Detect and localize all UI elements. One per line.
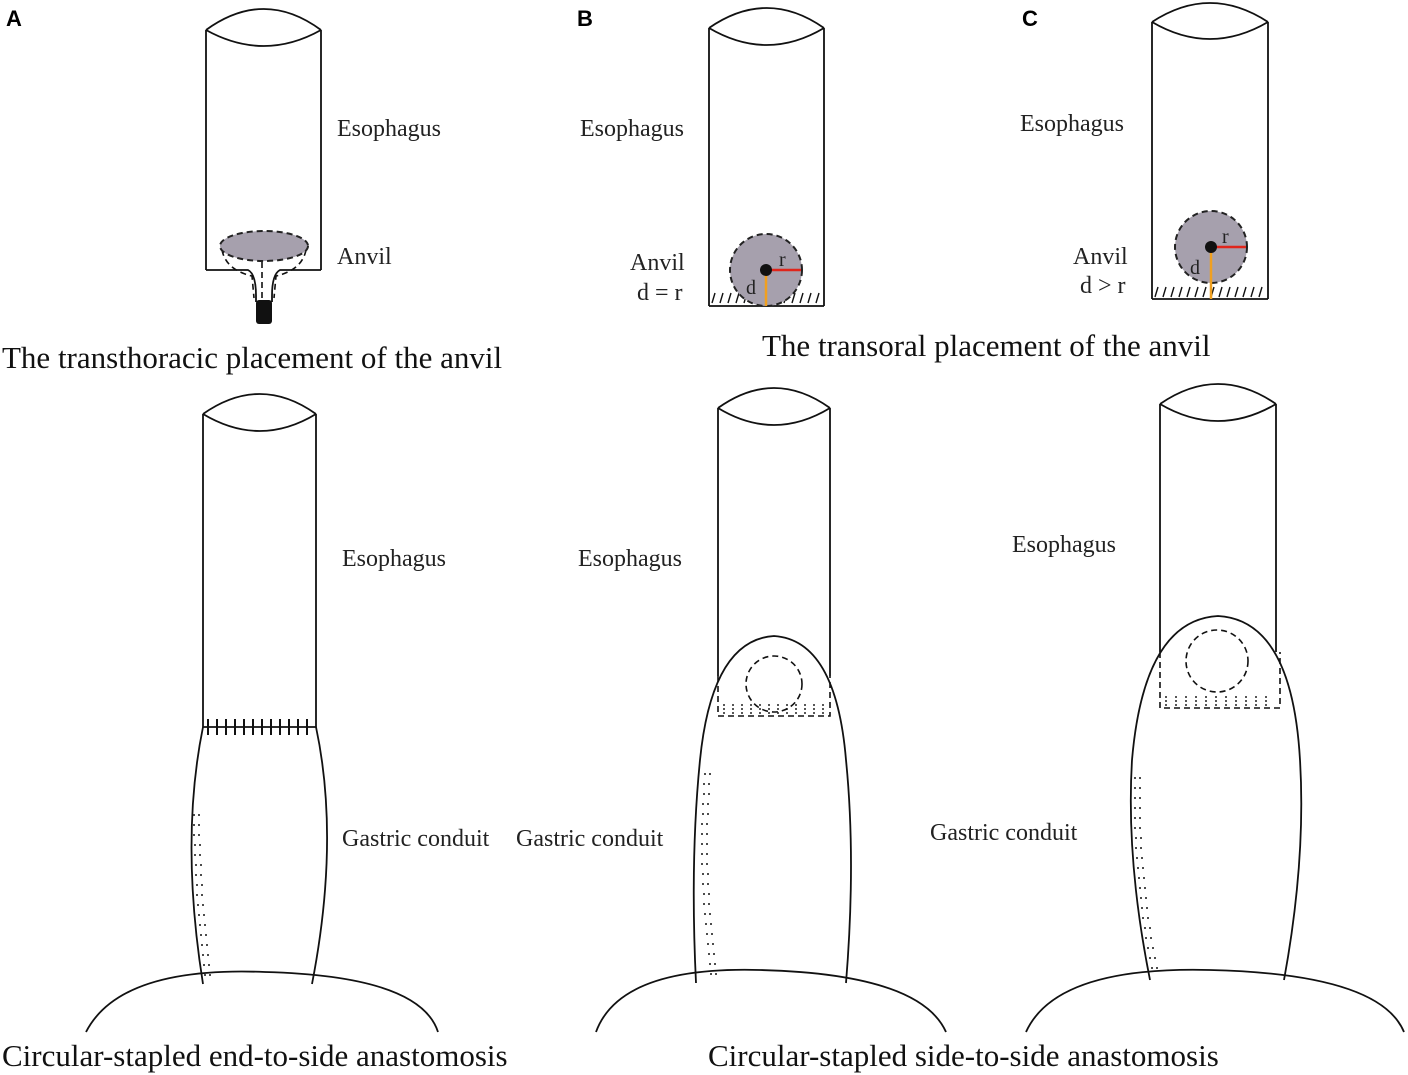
anvil-shaft-tip	[256, 300, 272, 324]
panel-c-radius-label: r	[1222, 226, 1229, 248]
panel-b-bottom-esophagus-label: Esophagus	[578, 546, 682, 572]
panel-b-side-to-side	[595, 387, 947, 1033]
caption-transoral: The transoral placement of the anvil	[762, 328, 1210, 363]
caption-end-to-side: Circular-stapled end-to-side anastomosis	[2, 1038, 508, 1073]
panel-a-anvil-label: Anvil	[337, 244, 392, 270]
panel-a-top-esophagus-label: Esophagus	[337, 116, 441, 142]
panel-c-condition-label: d > r	[1080, 273, 1126, 299]
panel-c-distance-label: d	[1190, 257, 1200, 279]
caption-transthoracic: The transthoracic placement of the anvil	[2, 340, 502, 375]
panel-b-radius-label: r	[779, 249, 786, 271]
caption-side-to-side: Circular-stapled side-to-side anastomosi…	[708, 1038, 1219, 1073]
panel-b-anvil-label: Anvil	[630, 250, 685, 276]
panel-letter-c: C	[1022, 6, 1038, 31]
panel-letter-b: B	[577, 6, 593, 31]
panel-c-anvil-label: Anvil	[1073, 244, 1128, 270]
panel-letter-a: A	[6, 6, 22, 31]
anvil-disc-a	[219, 230, 309, 262]
anvil-center-c	[1205, 241, 1217, 253]
panel-c-gastric-conduit-label: Gastric conduit	[930, 820, 1078, 846]
anvil-center-b	[760, 264, 772, 276]
panel-a-top-esophagus	[205, 8, 322, 324]
panel-b-top-esophagus-label: Esophagus	[580, 116, 684, 142]
panel-a-gastric-conduit-label: Gastric conduit	[342, 826, 490, 852]
panel-c-side-to-side	[1025, 383, 1405, 1033]
panel-b-gastric-conduit-label: Gastric conduit	[516, 826, 664, 852]
panel-b-top-esophagus	[708, 7, 825, 307]
panel-a-bottom-esophagus-label: Esophagus	[342, 546, 446, 572]
panel-b-condition-label: d = r	[637, 280, 683, 306]
panel-b-distance-label: d	[746, 277, 756, 299]
panel-c-bottom-esophagus-label: Esophagus	[1012, 532, 1116, 558]
panel-c-top-esophagus	[1151, 2, 1269, 300]
panel-a-end-to-side	[85, 393, 439, 1033]
panel-c-top-esophagus-label: Esophagus	[1020, 111, 1124, 137]
